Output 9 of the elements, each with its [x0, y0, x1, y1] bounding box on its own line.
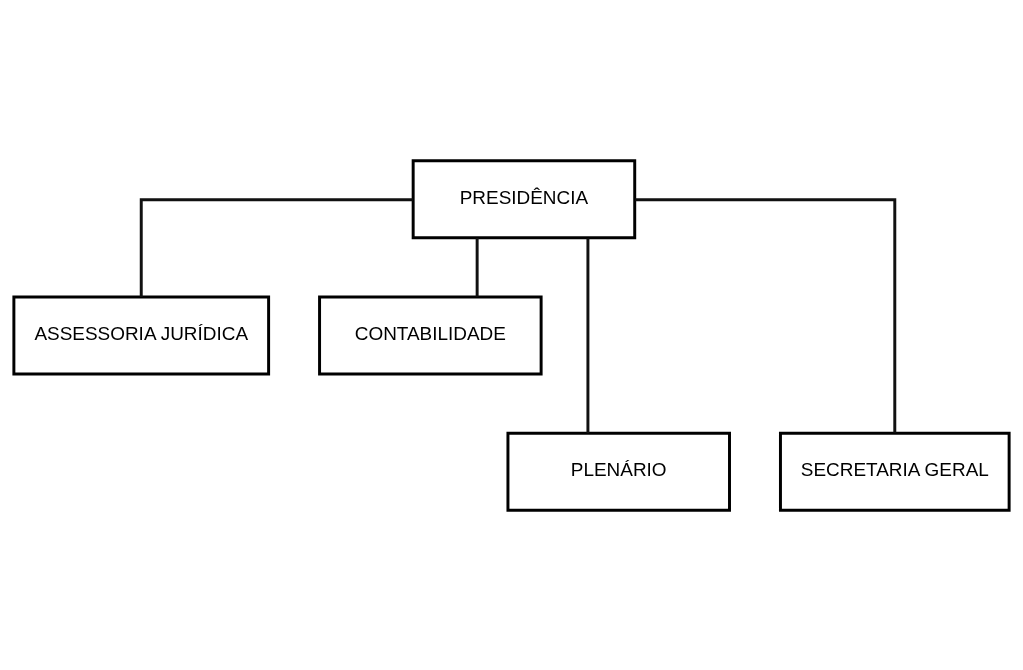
- node-box: SECRETARIA GERAL: [778, 431, 1011, 512]
- node-box: ASSESSORIA JURÍDICA: [12, 295, 271, 375]
- connector: [139, 197, 413, 297]
- connector: [635, 197, 897, 433]
- node-box: CONTABILIDADE: [318, 295, 543, 375]
- node-box: PLENÁRIO: [506, 431, 731, 512]
- connector: [475, 237, 479, 297]
- connector: [586, 237, 590, 433]
- node-box: PRESIDÊNCIA: [411, 158, 637, 239]
